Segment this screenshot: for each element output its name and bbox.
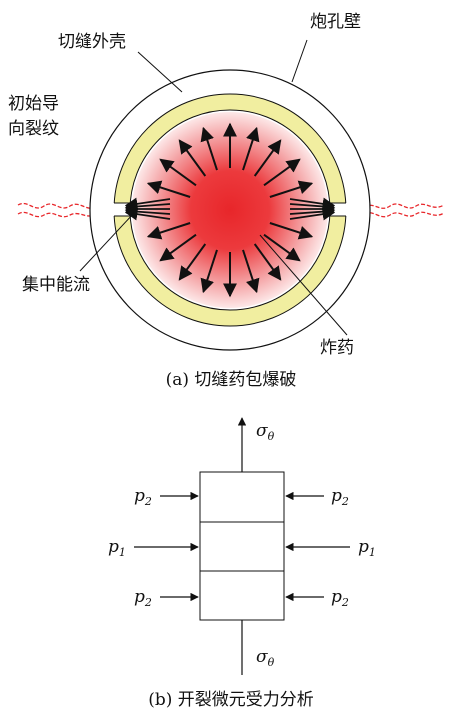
pressure-arrow	[263, 158, 301, 187]
pressure-arrow	[146, 222, 191, 240]
pressure-arrow	[146, 180, 191, 198]
leader-borehole	[291, 39, 308, 83]
label-stress-top: σθ	[256, 421, 275, 443]
pressure-arrow	[263, 233, 301, 262]
caption-b: (b) 开裂微元受力分析	[148, 690, 314, 710]
leader-energy	[79, 212, 135, 272]
leader-shell	[137, 51, 183, 93]
label-p-upper-left: p2	[134, 486, 152, 508]
label-borehole-wall: 炮孔壁	[310, 12, 361, 32]
label-energy-flow: 集中能流	[22, 275, 90, 295]
label-stress-bottom: σθ	[256, 647, 275, 669]
charge-diagram: 切缝外壳 炮孔壁 初始导 向裂纹 集中能流 炸药 (a) 切缝药包爆破	[8, 12, 445, 390]
initial-crack-left	[17, 202, 97, 218]
explosive-charge	[132, 112, 328, 308]
initial-crack-right	[363, 203, 445, 218]
label-p-lower-right: p2	[331, 587, 349, 609]
pressure-arrow	[178, 243, 207, 281]
energy-flow-arrow	[289, 207, 336, 221]
label-initial-crack-line1: 初始导	[8, 94, 59, 114]
pressure-arrow	[253, 139, 282, 177]
label-shell: 切缝外壳	[58, 32, 126, 52]
pressure-arrow	[200, 126, 218, 171]
pressure-arrow	[159, 158, 197, 187]
label-explosive: 炸药	[320, 338, 354, 358]
pressure-arrow	[159, 233, 197, 262]
label-p-upper-right: p2	[331, 486, 349, 508]
pressure-arrow	[242, 249, 260, 294]
pressure-arrow	[242, 126, 260, 171]
leader-explosive	[259, 234, 348, 336]
pressure-arrow	[269, 180, 314, 198]
pressure-arrow	[178, 139, 207, 177]
radial-arrows	[146, 122, 314, 298]
pressure-arrow	[200, 249, 218, 294]
pressure-arrow	[253, 243, 282, 281]
label-p-middle-left: p1	[108, 537, 126, 559]
element-block	[199, 471, 285, 621]
pressure-arrow	[269, 222, 314, 240]
label-p-lower-left: p2	[134, 587, 152, 609]
label-initial-crack-line2: 向裂纹	[8, 119, 59, 139]
caption-a: (a) 切缝药包爆破	[166, 370, 297, 390]
label-p-middle-right: p1	[358, 537, 376, 559]
element-diagram: σθ σθ p2 p2 p1 p1 p2 p2 (b) 开裂微元受力分析	[108, 417, 376, 710]
